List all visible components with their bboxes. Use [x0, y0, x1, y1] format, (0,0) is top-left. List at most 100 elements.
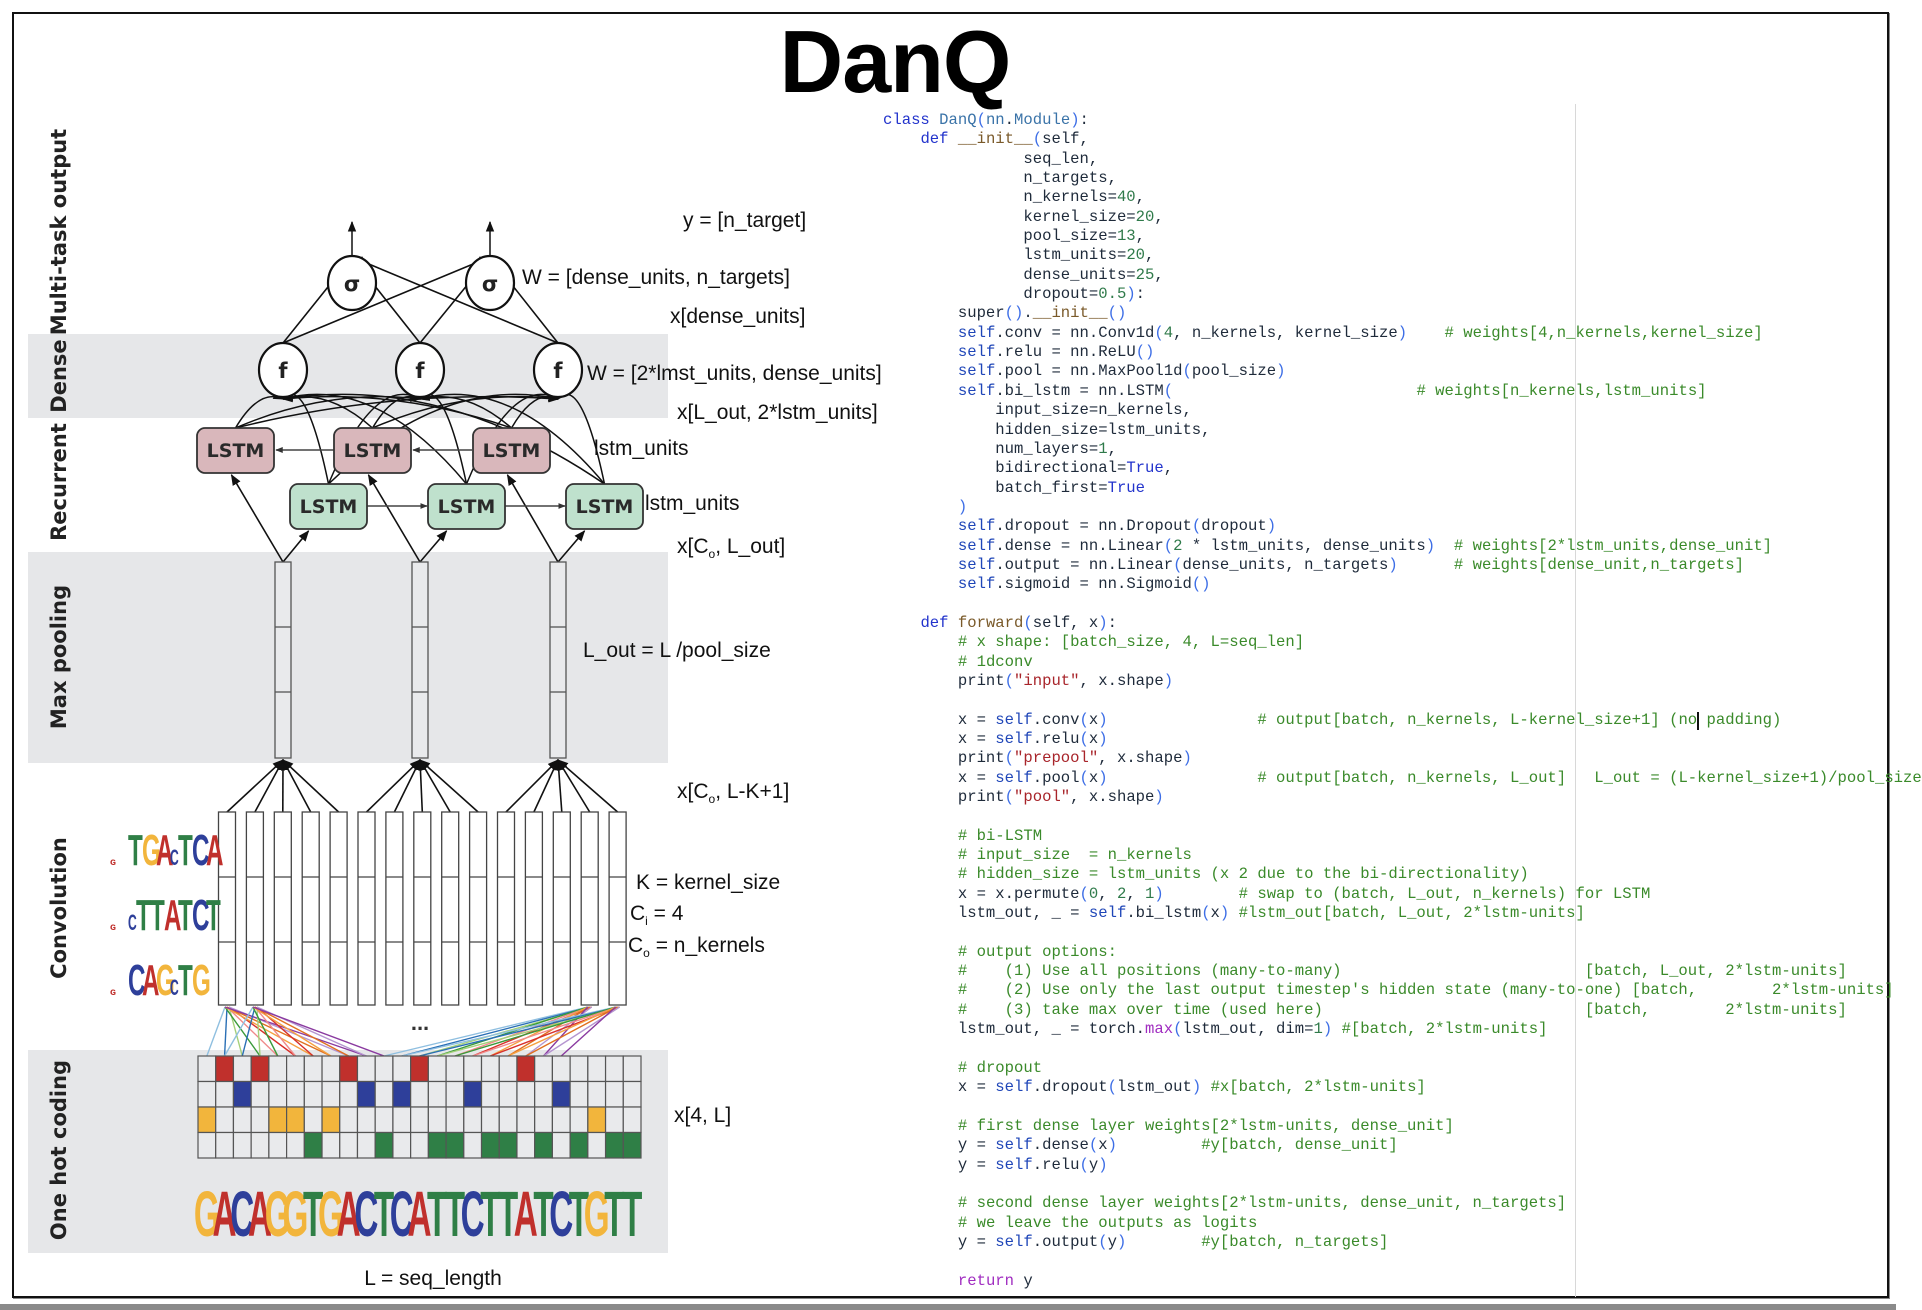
conv-column — [552, 811, 571, 1006]
code-line: print("pool", x.shape) — [883, 788, 1922, 807]
code-token — [883, 1001, 958, 1019]
code-line: self.output = nn.Linear(dense_units, n_t… — [883, 556, 1922, 575]
code-token: 0.5 — [1098, 285, 1127, 304]
code-token: print — [883, 671, 1005, 690]
code-token — [1108, 769, 1258, 787]
code-token: .bi_lstm — [1126, 904, 1202, 923]
code-token: 1 — [1145, 884, 1155, 903]
onehot-to-conv-edge — [254, 1006, 349, 1057]
code-token: # bi-LSTM — [957, 826, 1043, 845]
annotation-seq-length: L = seq_length — [364, 1267, 502, 1290]
sequence-letter: C — [461, 1178, 485, 1250]
code-token: 40 — [1116, 188, 1136, 207]
lstm-backward-cell: LSTM — [333, 427, 412, 474]
onehot-to-conv-edge — [226, 1006, 332, 1057]
code-token: , — [1154, 207, 1164, 226]
onehot-to-conv-edge — [252, 1006, 385, 1057]
code-token: # weights[n_kernels,lstm_units] — [1416, 381, 1707, 400]
onehot-cell — [622, 1055, 642, 1083]
code-token: # output options: — [957, 942, 1117, 961]
annotation-w-dense: W = [2*lmst_units, dense_units] — [587, 362, 882, 385]
code-token: y = — [883, 1136, 996, 1155]
code-token — [1173, 382, 1416, 400]
code-token: , — [1107, 439, 1117, 458]
conv-column — [245, 811, 265, 1006]
conv-column — [329, 811, 348, 1006]
motif-letter: C — [170, 975, 179, 1000]
code-token: x — [1088, 710, 1099, 729]
onehot-to-conv-edge — [454, 1006, 616, 1057]
annotation-w-output: W = [dense_units, n_targets] — [522, 266, 790, 289]
motif-letter: G — [142, 825, 161, 875]
maxpool-panel — [28, 552, 668, 763]
code-token — [1398, 556, 1454, 574]
code-token: ( — [1182, 362, 1192, 381]
annotation-x-lstm: x[L_out, 2*lstm_units] — [677, 401, 878, 424]
code-block[interactable]: class DanQ(nn.Module): def __init__(self… — [883, 111, 1922, 1291]
onehot-cell — [604, 1080, 624, 1108]
code-token: class — [883, 111, 940, 129]
code-token: #[batch, 2*lstm-units] — [1341, 1020, 1548, 1039]
conv-to-pool-edge — [557, 759, 591, 813]
onehot-cell — [445, 1080, 465, 1108]
code-token: 13 — [1116, 227, 1136, 246]
code-token: ( — [1098, 1232, 1108, 1251]
code-line: n_targets, — [883, 169, 1922, 188]
code-token: super — [883, 304, 1005, 323]
code-token: .output — [1032, 1232, 1099, 1251]
sequence-letter: T — [427, 1178, 447, 1250]
conv-column — [468, 811, 488, 1006]
code-line: self.pool = nn.MaxPool1d(pool_size) — [883, 362, 1922, 381]
conv-to-pool-edge — [282, 759, 340, 813]
code-token — [883, 846, 958, 864]
code-token: 25 — [1135, 265, 1155, 284]
code-token: x = — [883, 768, 996, 787]
code-token: ) — [1154, 884, 1164, 903]
side-label-onehot: One hot coding — [47, 1060, 71, 1240]
code-token: ) — [1388, 555, 1398, 574]
onehot-cell — [321, 1131, 341, 1159]
code-token: .relu — [1032, 1155, 1080, 1174]
code-line: lstm_out, _ = self.bi_lstm(x) #lstm_out[… — [883, 904, 1922, 923]
onehot-cell — [392, 1106, 412, 1134]
code-token: ( — [1004, 788, 1015, 807]
code-token: .conv — [1032, 710, 1080, 729]
code-token: ) — [1098, 1155, 1108, 1174]
code-line: y = self.relu(y) — [883, 1156, 1922, 1175]
conv-cell-stack — [441, 811, 460, 1006]
code-token: # output[batch, n_kernels, L-kernel_size… — [1257, 710, 1782, 729]
onehot-to-conv-edge — [419, 1006, 618, 1057]
onehot-cell — [339, 1080, 359, 1108]
onehot-cell-active — [286, 1106, 305, 1134]
code-token: # first dense layer weights[2*lstm-units… — [957, 1116, 1454, 1135]
onehot-cell-active — [374, 1131, 394, 1159]
code-token: pool_size — [1191, 362, 1277, 381]
code-token: forward — [957, 613, 1024, 632]
motif-letter: C — [192, 825, 209, 875]
side-labels: Multi-task output Dense Recurrent Max po… — [47, 129, 71, 1240]
code-token: self — [957, 517, 996, 536]
onehot-cell — [516, 1106, 536, 1134]
code-token: "pool" — [1014, 788, 1071, 807]
code-token: , — [1135, 188, 1146, 207]
code-token: , — [1098, 884, 1117, 903]
code-token — [883, 1194, 958, 1212]
code-token: True — [1107, 478, 1146, 497]
code-line: dense_units=25, — [883, 266, 1922, 285]
code-line: self.dense = nn.Linear(2 * lstm_units, d… — [883, 537, 1922, 556]
code-token: ( — [1004, 671, 1015, 690]
onehot-to-conv-edge — [206, 1006, 226, 1057]
code-token: () — [1191, 575, 1211, 594]
code-line: self.dropout = nn.Dropout(dropout) — [883, 517, 1922, 536]
lstm-to-dense-edge — [418, 392, 606, 485]
code-token: ( — [1032, 130, 1043, 149]
onehot-to-conv-edge — [224, 1006, 261, 1057]
code-token: * lstm_units, dense_units — [1182, 536, 1426, 555]
code-token: ( — [1079, 730, 1089, 748]
code-token: () — [1004, 304, 1024, 323]
onehot-cell — [445, 1055, 465, 1083]
code-line: batch_first=True — [883, 479, 1922, 498]
maxpool-column — [549, 561, 567, 759]
annotation-y-output: y = [n_target] — [683, 209, 806, 232]
side-label-recurrent: Recurrent — [47, 423, 71, 541]
